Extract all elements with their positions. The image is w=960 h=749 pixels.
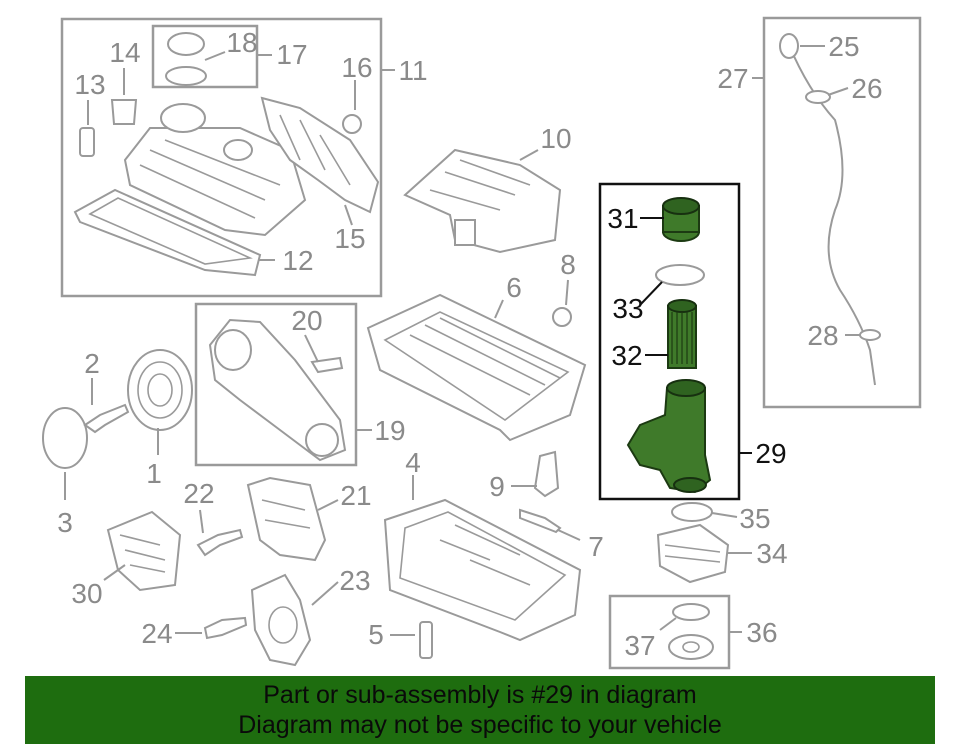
callout-3: 3 [57,507,73,538]
leader-37 [659,617,677,631]
callout-12: 12 [282,245,313,276]
callout-29-highlighted: 29 [755,438,786,469]
callout-7: 7 [588,531,604,562]
part-14 [110,99,138,125]
valve-cover [123,103,307,237]
callout-6: 6 [506,272,522,303]
banner-line-1: Part or sub-assembly is #29 in diagram [263,681,697,709]
seal-35 [671,502,713,522]
banner-line-2: Diagram may not be specific to your vehi… [238,711,722,739]
part-30 [106,510,182,592]
callout-1: 1 [146,458,162,489]
group-box-29-highlighted [598,182,741,501]
leader-18 [204,51,226,61]
bracket-20 [310,356,344,374]
callout-18: 18 [226,27,257,58]
part-37-seals [668,603,714,660]
leader-23 [311,581,339,606]
callout-16: 16 [341,52,372,83]
intake-component-10 [403,148,562,254]
heat-shield [260,96,380,214]
leader-15 [344,204,353,226]
callout-26: 26 [851,73,882,104]
part-7 [519,508,562,534]
callout-35: 35 [739,503,770,534]
leader-8 [565,279,569,306]
leader-30 [103,564,126,581]
part-21-cover [246,476,327,562]
group-box-11 [60,17,383,298]
callout-14: 14 [109,37,140,68]
callout-17: 17 [276,39,307,70]
callout-25: 25 [828,31,859,62]
part-23-plate [250,573,312,667]
callout-31: 31 [607,203,638,234]
timing-cover-19 [208,318,347,462]
part-22-bolt [196,528,244,557]
callout-36: 36 [746,617,777,648]
callout-34: 34 [756,538,787,569]
part-24-bolt [203,616,248,640]
leader-35 [711,512,738,518]
callout-13: 13 [74,69,105,100]
leader-7 [557,529,581,541]
notice-banner: Part or sub-assembly is #29 in diagram D… [25,676,935,744]
callout-32: 32 [611,340,642,371]
leader-6 [494,299,504,319]
callout-5: 5 [368,619,384,650]
part-8 [552,307,572,327]
sensor-9 [533,450,560,498]
filter-housing-29 [626,379,712,494]
callout-15: 15 [334,223,365,254]
callout-27: 27 [717,63,748,94]
callout-23: 23 [339,565,370,596]
leader-20 [304,334,319,363]
callout-37: 37 [624,630,655,661]
oil-cap-17 [165,32,207,86]
callout-10: 10 [540,123,571,154]
callout-30: 30 [71,578,102,609]
filter-cap-31 [662,197,700,242]
part-13 [79,127,95,157]
callout-24: 24 [141,618,172,649]
part-16 [342,114,362,134]
leader-21 [317,499,339,511]
callout-20: 20 [291,305,322,336]
part-3-cap [42,407,88,469]
group-box-27 [762,16,922,409]
seal-ring-33 [655,264,705,286]
callout-2: 2 [84,348,100,379]
callout-9: 9 [489,471,505,502]
dipstick-27 [779,33,881,386]
leader-26 [827,87,849,96]
part-5-plug [419,621,433,659]
leader-10 [519,149,539,161]
callout-28: 28 [807,320,838,351]
part-2-bolt [83,403,130,434]
callout-22: 22 [183,478,214,509]
pulley-1 [127,349,193,431]
group-box-19 [194,302,358,467]
callout-8: 8 [560,249,576,280]
leader-33 [639,281,663,306]
callout-4: 4 [405,447,421,478]
leader-22 [199,509,204,534]
callout-33: 33 [612,293,643,324]
valve-cover-gasket [73,188,262,277]
oil-pan-lower-4 [383,498,582,642]
filter-element-32 [667,299,697,369]
callout-11: 11 [398,55,427,86]
callout-19: 19 [374,415,405,446]
oil-cooler-34 [656,523,730,584]
callout-21: 21 [340,480,371,511]
oil-pan-upper-6 [366,293,587,442]
group-box-17 [151,24,259,89]
